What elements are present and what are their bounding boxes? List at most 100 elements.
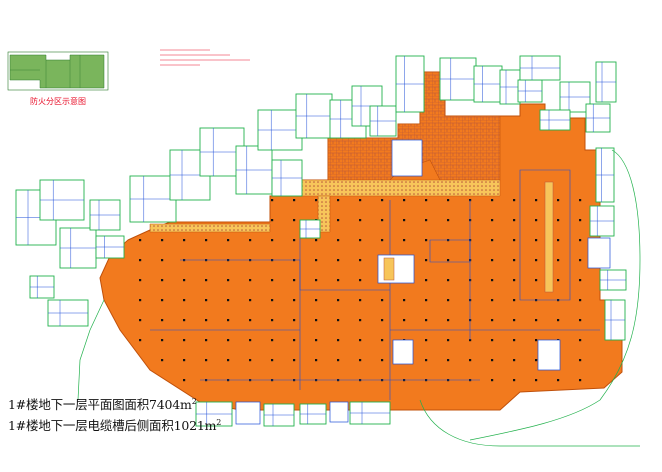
room-partition [30, 276, 54, 298]
column [491, 359, 494, 362]
column [557, 379, 560, 382]
key-plan-title: 防火分区示意图 [30, 97, 86, 106]
column [381, 219, 384, 222]
column [205, 279, 208, 282]
column [271, 219, 274, 222]
column [447, 279, 450, 282]
column [161, 239, 164, 242]
column [381, 359, 384, 362]
column [447, 259, 450, 262]
column [491, 219, 494, 222]
column [425, 319, 428, 322]
column [579, 279, 582, 282]
room-partition [350, 402, 390, 424]
column [293, 239, 296, 242]
column [491, 299, 494, 302]
column [491, 339, 494, 342]
room-partition [60, 228, 96, 268]
column [249, 239, 252, 242]
column [249, 299, 252, 302]
column [579, 319, 582, 322]
column [183, 299, 186, 302]
column [359, 339, 362, 342]
column [557, 319, 560, 322]
column [359, 239, 362, 242]
column [491, 199, 494, 202]
column [381, 319, 384, 322]
room-partition [236, 146, 272, 194]
column [183, 379, 186, 382]
column [491, 259, 494, 262]
column [491, 279, 494, 282]
column [161, 339, 164, 342]
column [271, 279, 274, 282]
column [337, 359, 340, 362]
column [469, 339, 472, 342]
column [579, 219, 582, 222]
column [205, 299, 208, 302]
column [359, 259, 362, 262]
ramp-markers [383, 181, 554, 293]
room-partition [300, 404, 326, 424]
column [183, 339, 186, 342]
column [315, 319, 318, 322]
column [513, 239, 516, 242]
room-partition [396, 56, 424, 112]
column [359, 359, 362, 362]
column [513, 219, 516, 222]
room-partition [440, 58, 476, 100]
column [161, 319, 164, 322]
column [271, 319, 274, 322]
column [447, 319, 450, 322]
column [535, 319, 538, 322]
column [183, 359, 186, 362]
column [403, 219, 406, 222]
column [579, 259, 582, 262]
column [579, 379, 582, 382]
column [293, 299, 296, 302]
room-partition [196, 402, 232, 426]
column [293, 279, 296, 282]
column [139, 319, 142, 322]
column [557, 199, 560, 202]
room-partition [605, 300, 625, 340]
column [139, 259, 142, 262]
column [161, 279, 164, 282]
column [381, 299, 384, 302]
column [183, 279, 186, 282]
column [249, 339, 252, 342]
room-partition [518, 80, 542, 102]
column [535, 199, 538, 202]
room-partition [272, 160, 302, 196]
column [161, 259, 164, 262]
column [359, 279, 362, 282]
column [403, 199, 406, 202]
column [513, 379, 516, 382]
column [535, 239, 538, 242]
grid-lines [150, 169, 600, 400]
column [447, 219, 450, 222]
column [425, 199, 428, 202]
column [535, 219, 538, 222]
column [205, 319, 208, 322]
column [161, 359, 164, 362]
column [315, 299, 318, 302]
column [139, 339, 142, 342]
column [271, 239, 274, 242]
column [359, 219, 362, 222]
column [205, 239, 208, 242]
column [337, 299, 340, 302]
column [513, 319, 516, 322]
column [293, 359, 296, 362]
column [337, 239, 340, 242]
room-partition [96, 236, 124, 258]
column [315, 259, 318, 262]
column [139, 239, 142, 242]
column [447, 199, 450, 202]
column [425, 239, 428, 242]
column [293, 319, 296, 322]
column [227, 239, 230, 242]
column [315, 239, 318, 242]
column [337, 219, 340, 222]
